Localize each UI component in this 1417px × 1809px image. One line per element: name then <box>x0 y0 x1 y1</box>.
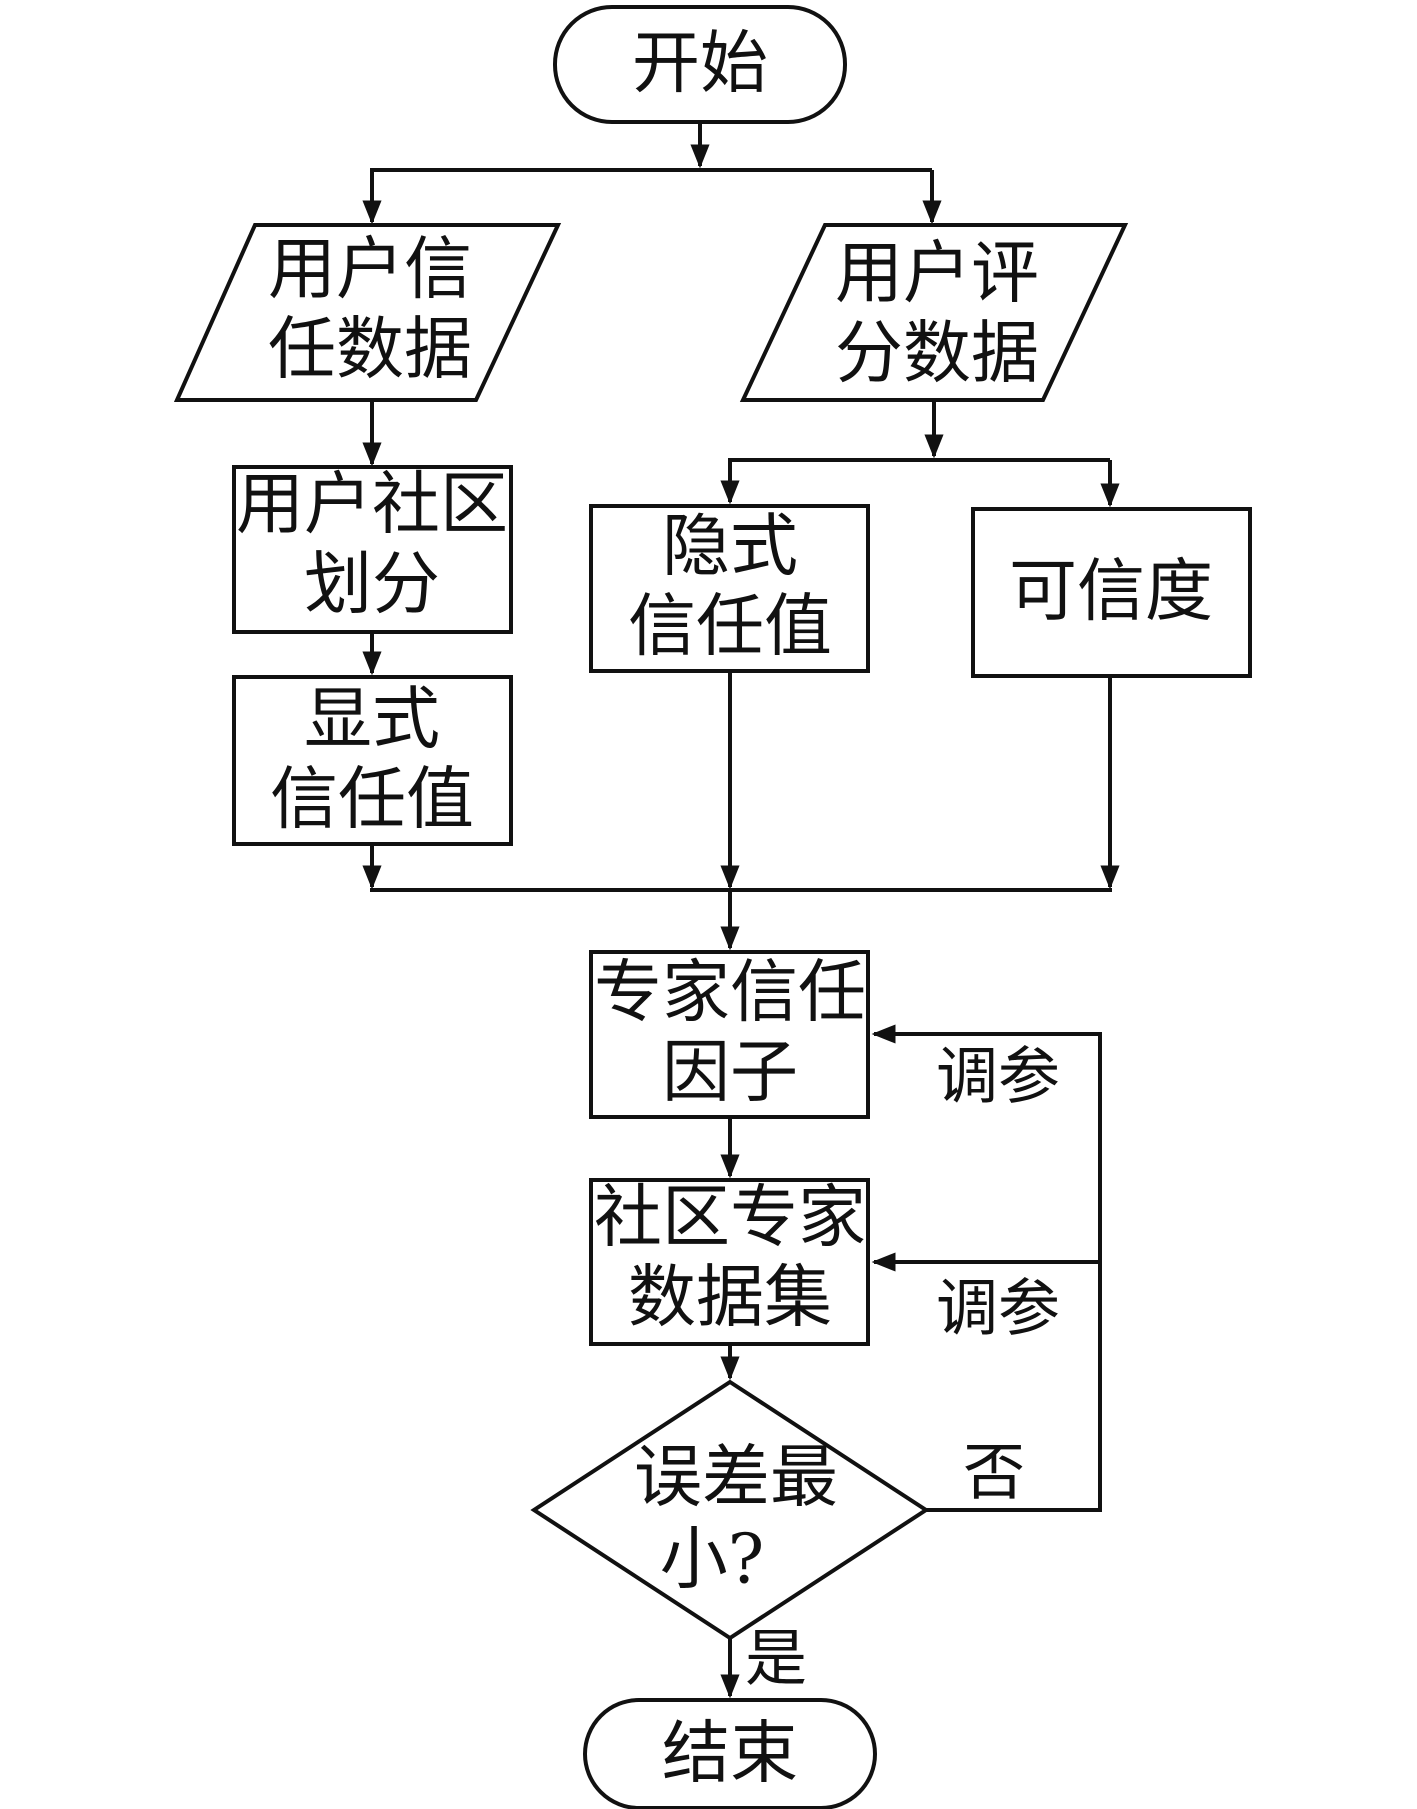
community-division-line1: 用户社区 <box>236 466 508 545</box>
user-rating-data-parallelogram <box>739 223 1129 402</box>
decision-node: 误差最 小? <box>530 1379 930 1641</box>
start-node: 开始 <box>553 5 847 124</box>
decision-line1: 误差最 <box>634 1439 838 1518</box>
user-trust-data-line1: 用户信 <box>268 231 472 310</box>
community-division-line2: 划分 <box>304 546 440 625</box>
start-label: 开始 <box>632 25 768 104</box>
community-expert-dataset-line1: 社区专家 <box>594 1179 866 1258</box>
user-trust-data-parallelogram <box>173 223 562 402</box>
implicit-trust-line2: 信任值 <box>628 588 832 667</box>
credibility-box <box>971 507 1252 678</box>
community-expert-dataset-line2: 数据集 <box>628 1259 832 1338</box>
credibility-node: 可信度 <box>971 507 1252 678</box>
feedback-loop-to-expert-factor <box>871 1024 1102 1512</box>
community-expert-dataset-node: 社区专家 数据集 <box>589 1178 870 1346</box>
expert-trust-factor-line1: 专家信任 <box>594 954 866 1033</box>
end-terminator <box>583 1698 877 1809</box>
expert-trust-factor-line2: 因子 <box>662 1034 798 1113</box>
implicit-trust-box <box>589 504 870 673</box>
end-node: 结束 <box>583 1698 877 1809</box>
start-terminator <box>553 5 847 124</box>
user-rating-data-node: 用户评 分数据 <box>739 223 1129 402</box>
expert-trust-factor-box <box>589 950 870 1119</box>
expert-trust-factor-node: 专家信任 因子 <box>589 950 870 1119</box>
credibility-label: 可信度 <box>1009 553 1213 632</box>
connectors <box>362 123 1120 1699</box>
decision-line2: 小? <box>660 1521 764 1600</box>
explicit-trust-line2: 信任值 <box>270 761 474 840</box>
user-rating-data-line2: 分数据 <box>835 315 1039 394</box>
explicit-trust-node: 显式 信任值 <box>232 675 513 846</box>
adjust-label-1: 调参 <box>936 1040 1060 1113</box>
community-expert-dataset-box <box>589 1178 870 1346</box>
implicit-trust-node: 隐式 信任值 <box>589 504 870 673</box>
user-trust-data-node: 用户信 任数据 <box>173 223 562 402</box>
yes-label: 是 <box>745 1622 807 1695</box>
decision-diamond <box>530 1379 930 1641</box>
user-trust-data-line2: 任数据 <box>268 311 472 390</box>
implicit-trust-line1: 隐式 <box>662 508 798 587</box>
explicit-trust-line1: 显式 <box>304 681 440 760</box>
adjust-label-2: 调参 <box>936 1272 1060 1345</box>
user-rating-data-line1: 用户评 <box>835 235 1039 314</box>
end-label: 结束 <box>662 1715 798 1794</box>
community-division-box <box>232 465 513 634</box>
community-division-node: 用户社区 划分 <box>232 465 513 634</box>
no-label: 否 <box>963 1436 1025 1509</box>
explicit-trust-box <box>232 675 513 846</box>
